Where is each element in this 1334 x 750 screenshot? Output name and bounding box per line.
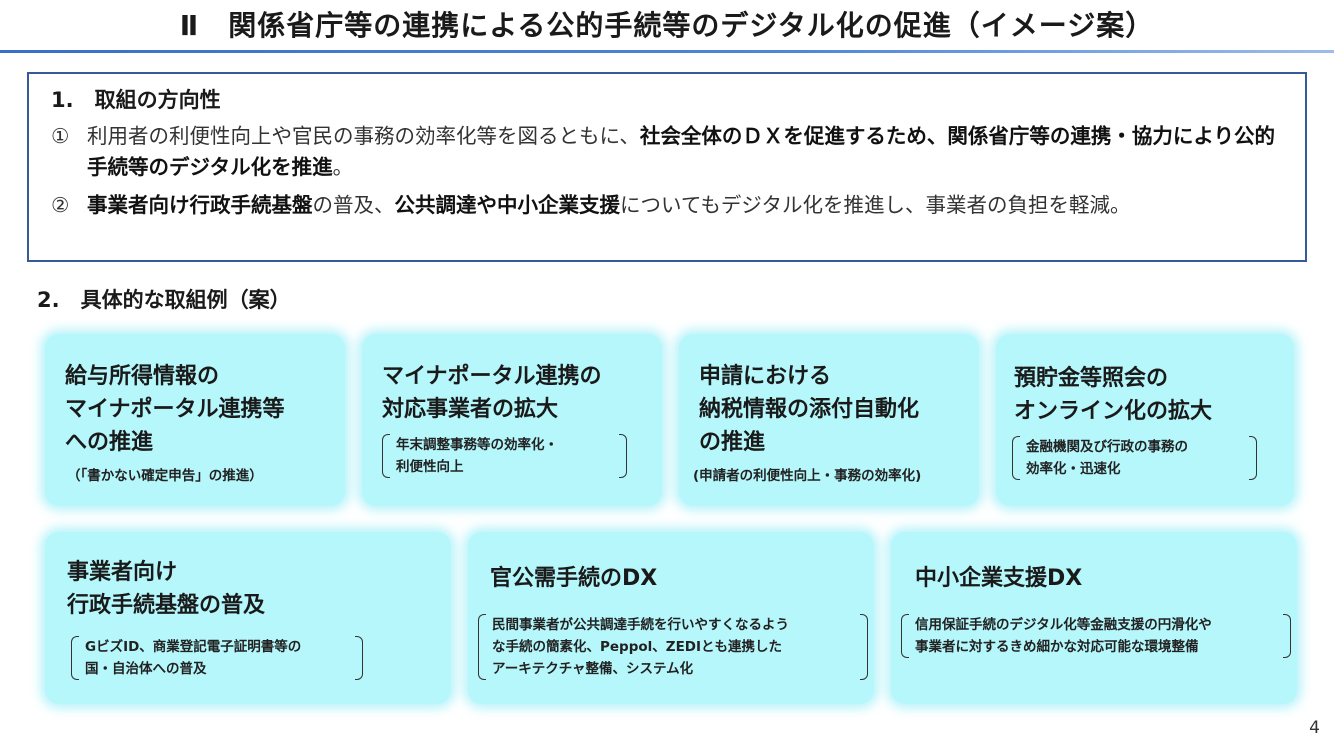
card-note: 金融機関及び行政の事務の 効率化・迅速化 <box>1012 436 1257 480</box>
card-subtitle: （「書かない確定申告」の推進） <box>67 468 263 484</box>
card-title: 事業者向け 行政手続基盤の普及 <box>67 556 265 622</box>
item-text-bold: 社会全体のＤＸを促進するため、関係省庁等の連携・協力により公的手続等のデジタル化… <box>87 124 1275 179</box>
card-tax-info-attachment: 申請における 納税情報の添付自動化 の推進 (申請者の利便性向上・事務の効率化) <box>679 334 979 506</box>
card-title: 官公需手続のDX <box>490 562 657 595</box>
card-note-line: GビズID、商業登記電子証明書等の <box>85 639 302 655</box>
card-note-line: な手続の簡素化、Peppol、ZEDIとも連携した <box>492 639 783 655</box>
item-text-bold: 事業者向け行政手続基盤 <box>87 193 313 217</box>
card-title: 給与所得情報の マイナポータル連携等 への推進 <box>65 360 285 459</box>
examples-heading: 2. 具体的な取組例（案） <box>37 288 291 312</box>
card-public-procurement-dx: 官公需手続のDX 民間事業者が公共調達手続を行いやすくなるよう な手続の簡素化、… <box>468 532 874 704</box>
title-underline <box>0 50 1334 53</box>
card-note-line: 民間事業者が公共調達手続を行いやすくなるよう <box>492 617 789 633</box>
card-title-line: 給与所得情報の <box>65 364 220 389</box>
card-title: 申請における 納税情報の添付自動化 の推進 <box>699 360 919 459</box>
card-note-line: 年末調整事務等の効率化・ <box>396 437 558 453</box>
item-text: 利用者の利便性向上や官民の事務の効率化等を図るともに、社会全体のＤＸを促進するた… <box>87 121 1291 183</box>
policy-item-2: ② 事業者向け行政手続基盤の普及、公共調達や中小企業支援についてもデジタル化を推… <box>51 190 1291 221</box>
card-title-line: 対応事業者の拡大 <box>382 397 559 422</box>
page-number: 4 <box>1309 718 1320 738</box>
card-note: 信用保証手続のデジタル化等金融支援の円滑化や 事業者に対するきめ細かな対応可能な… <box>901 614 1291 658</box>
card-title-line: オンライン化の拡大 <box>1014 399 1213 424</box>
item-text-plain: についてもデジタル化を推進し、事業者の負担を軽減。 <box>620 193 1131 217</box>
page-title: Ⅱ 関係省庁等の連携による公的手続等のデジタル化の促進（イメージ案） <box>179 9 1155 42</box>
card-note-line: 信用保証手続のデジタル化等金融支援の円滑化や <box>915 617 1212 633</box>
policy-direction-box: 1. 取組の方向性 ① 利用者の利便性向上や官民の事務の効率化等を図るともに、社… <box>27 72 1307 262</box>
card-title-line: 中小企業支援DX <box>915 566 1083 591</box>
item-number: ② <box>51 193 70 217</box>
card-title: マイナポータル連携の 対応事業者の拡大 <box>382 360 602 426</box>
policy-heading: 1. 取組の方向性 <box>51 88 221 112</box>
card-title-line: 行政手続基盤の普及 <box>67 593 266 618</box>
card-mynaportal-business: マイナポータル連携の 対応事業者の拡大 年末調整事務等の効率化・ 利便性向上 <box>362 334 662 506</box>
item-text-plain: 。 <box>332 155 354 179</box>
card-title-line: の推進 <box>699 430 766 455</box>
card-title-line: 官公需手続のDX <box>490 566 658 591</box>
card-salary-income: 給与所得情報の マイナポータル連携等 への推進 （「書かない確定申告」の推進） <box>45 334 345 506</box>
card-subtitle: (申請者の利便性向上・事務の効率化) <box>693 468 922 484</box>
policy-item-1: ① 利用者の利便性向上や官民の事務の効率化等を図るともに、社会全体のＤＸを促進す… <box>51 121 1291 183</box>
card-title-line: への推進 <box>65 430 154 455</box>
item-text: 事業者向け行政手続基盤の普及、公共調達や中小企業支援についてもデジタル化を推進し… <box>87 190 1291 221</box>
item-text-plain: の普及、 <box>312 193 395 217</box>
card-note-line: 金融機関及び行政の事務の <box>1026 439 1188 455</box>
card-title-line: マイナポータル連携の <box>382 364 602 389</box>
card-title-line: マイナポータル連携等 <box>65 397 285 422</box>
card-business-admin-platform: 事業者向け 行政手続基盤の普及 GビズID、商業登記電子証明書等の 国・自治体へ… <box>45 532 451 704</box>
card-deposit-inquiry: 預貯金等照会の オンライン化の拡大 金融機関及び行政の事務の 効率化・迅速化 <box>996 334 1294 506</box>
card-title: 預貯金等照会の オンライン化の拡大 <box>1014 362 1212 428</box>
card-title: 中小企業支援DX <box>915 562 1082 595</box>
card-note-line: 事業者に対するきめ細かな対応可能な環境整備 <box>915 639 1199 655</box>
card-title-line: 申請における <box>699 364 832 389</box>
card-note: GビズID、商業登記電子証明書等の 国・自治体への普及 <box>71 636 363 680</box>
card-note-line: 利便性向上 <box>396 459 464 475</box>
item-number: ① <box>51 124 70 148</box>
item-text-plain: 利用者の利便性向上や官民の事務の効率化等を図るともに、 <box>87 124 640 148</box>
card-note: 年末調整事務等の効率化・ 利便性向上 <box>382 434 627 478</box>
card-note-line: アーキテクチャ整備、システム化 <box>492 661 694 677</box>
card-note: 民間事業者が公共調達手続を行いやすくなるよう な手続の簡素化、Peppol、ZE… <box>478 614 868 680</box>
card-note-line: 国・自治体への普及 <box>85 661 207 677</box>
item-text-bold: 公共調達や中小企業支援 <box>394 193 621 217</box>
card-title-line: 納税情報の添付自動化 <box>699 397 920 422</box>
card-sme-support-dx: 中小企業支援DX 信用保証手続のデジタル化等金融支援の円滑化や 事業者に対するき… <box>891 532 1297 704</box>
card-title-line: 預貯金等照会の <box>1014 366 1169 391</box>
card-title-line: 事業者向け <box>67 560 178 585</box>
card-note-line: 効率化・迅速化 <box>1026 461 1121 477</box>
